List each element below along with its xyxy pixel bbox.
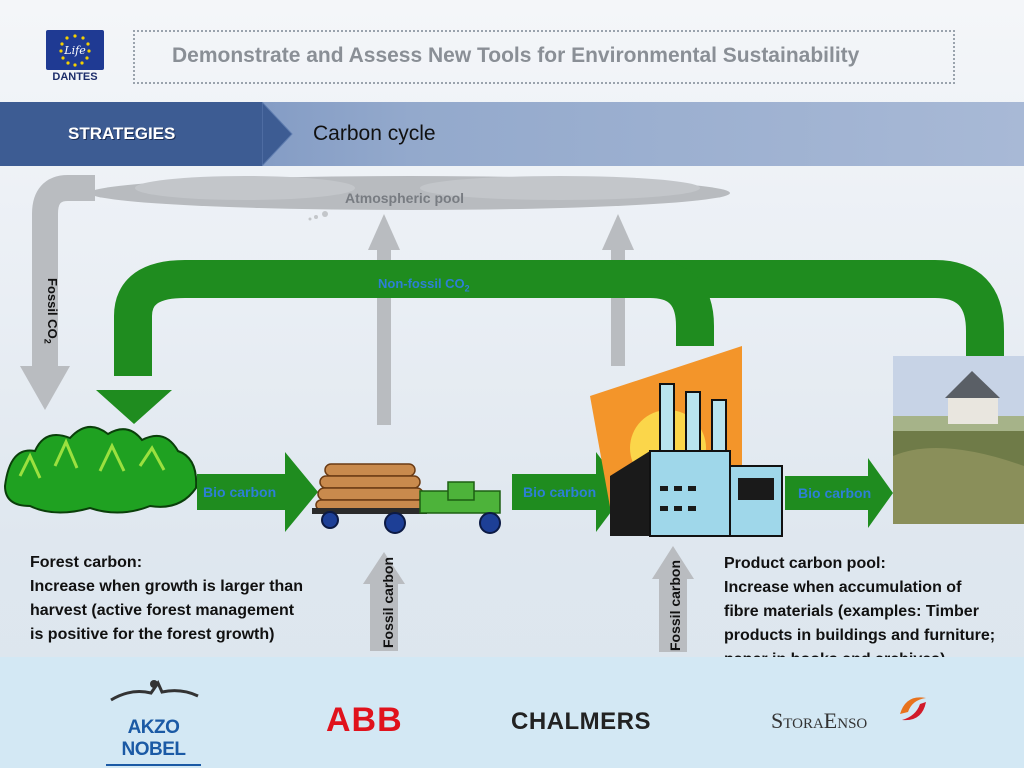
akzo-nobel-text: AKZO NOBEL — [121, 717, 187, 760]
non-fossil-co2-text: Non-fossil CO — [378, 276, 465, 291]
stora-enso-logo: StoraEnso — [771, 708, 868, 733]
tab-chevron — [262, 102, 293, 166]
non-fossil-co2-loop — [114, 260, 1004, 376]
section-title: Carbon cycle — [313, 122, 436, 145]
non-fossil-arrowhead — [96, 390, 172, 424]
product-caption-line: Increase when accumulation of — [724, 579, 962, 596]
non-fossil-co2-label: Non-fossil CO2 — [378, 276, 470, 294]
tab-strategies[interactable] — [0, 102, 262, 166]
fossil-carbon-1-shaft — [370, 581, 398, 651]
fossil-co2-arrow — [32, 175, 95, 366]
mill-emission-arrowhead — [602, 214, 634, 250]
fossil-carbon-label-2: Fossil carbon — [667, 559, 683, 651]
non-fossil-co2-subscript: 2 — [464, 283, 470, 294]
abb-logo: ABB — [326, 701, 403, 739]
partner-footer — [0, 657, 1024, 768]
akzo-figure-icon — [110, 679, 199, 702]
bio-carbon-label-2: Bio carbon — [523, 484, 597, 500]
log-truck-illustration — [312, 463, 501, 534]
chalmers-logo: CHALMERS — [511, 708, 651, 735]
akzo-nobel-logo: AKZO NOBEL — [96, 678, 211, 766]
fossil-carbon-2-shaft — [659, 576, 687, 652]
fossil-co2-arrowhead — [20, 366, 70, 410]
forest-caption-line: harvest (active forest management — [30, 602, 295, 619]
forest-caption-title: Forest carbon: — [30, 554, 143, 571]
bio-carbon-arrow-1-head — [285, 452, 318, 532]
pulp-mill-illustration — [590, 346, 783, 537]
atmospheric-pool-cloud — [90, 176, 730, 221]
forest-caption-line: is positive for the forest growth) — [30, 626, 275, 643]
forest-carbon-caption: Forest carbon: Increase when growth is l… — [30, 551, 303, 647]
product-caption-title: Product carbon pool: — [724, 555, 886, 572]
fossil-co2-text: Fossil CO — [45, 278, 60, 339]
atmospheric-pool-label: Atmospheric pool — [345, 190, 465, 206]
fossil-carbon-2-head — [652, 546, 694, 579]
product-carbon-caption: Product carbon pool: Increase when accum… — [724, 552, 995, 672]
bio-carbon-label-1: Bio carbon — [203, 484, 277, 500]
stora-enso-swirl-icon — [900, 697, 926, 721]
house-illustration — [893, 356, 1024, 524]
fossil-co2-subscript: 2 — [42, 338, 53, 344]
bio-carbon-arrow-2-shaft — [512, 474, 600, 510]
fossil-co2-label: Fossil CO2 — [42, 278, 60, 344]
bio-carbon-arrow-1-shaft — [197, 474, 287, 510]
product-caption-line: products in buildings and furniture; — [724, 627, 996, 644]
bio-carbon-arrow-3-head — [868, 458, 893, 528]
page-header-title: Demonstrate and Assess New Tools for Env… — [172, 44, 860, 67]
fossil-carbon-label-1: Fossil carbon — [380, 556, 396, 648]
eu-life-logo: Life — [46, 30, 104, 70]
forest-illustration — [3, 426, 198, 514]
fossil-carbon-1-head — [363, 552, 405, 584]
bio-carbon-label-3: Bio carbon — [798, 485, 872, 501]
header-frame — [133, 30, 955, 84]
logo-text: DANTES — [52, 71, 98, 83]
svg-text:Life: Life — [63, 44, 86, 57]
product-caption-line: fibre materials (examples: Timber — [724, 603, 979, 620]
carbon-cycle-diagram — [3, 175, 1024, 652]
truck-emission-arrowhead — [368, 214, 400, 250]
tab-strategies-label: STRATEGIES — [68, 124, 176, 143]
bio-carbon-arrow-3-shaft — [785, 476, 870, 510]
forest-caption-line: Increase when growth is larger than — [30, 578, 303, 595]
akzo-underline — [106, 764, 201, 766]
